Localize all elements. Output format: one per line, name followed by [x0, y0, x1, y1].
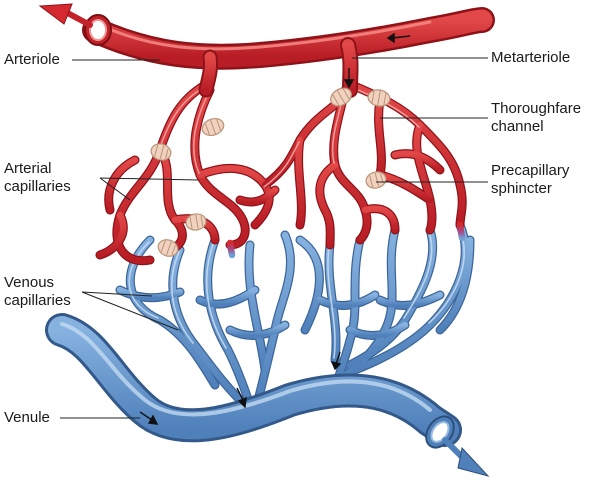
label-precapillary-sphincter: Precapillary sphincter: [491, 162, 569, 198]
arteriole-arrow-icon: [38, 3, 93, 28]
label-venous-capillaries: Venous capillaries: [4, 274, 71, 310]
label-venule: Venule: [4, 409, 50, 427]
label-leader-lines: [60, 57, 488, 419]
label-arterial-capillaries: Arterial capillaries: [4, 160, 71, 196]
label-metarteriole: Metarteriole: [491, 49, 570, 67]
arrow-icon: [139, 411, 159, 425]
capillary-transition-zones: [146, 221, 466, 272]
label-text: Arterial: [4, 160, 52, 177]
arteriole-vessel: [82, 7, 495, 98]
label-text: Arteriole: [4, 51, 60, 68]
label-thoroughfare-channel: Thoroughfare channel: [491, 100, 581, 136]
sphincter-icon: [150, 143, 172, 161]
arrow-icon: [386, 32, 411, 44]
sphincter-icon: [365, 171, 387, 189]
label-text: Thoroughfare: [491, 100, 582, 117]
label-arteriole: Arteriole: [4, 51, 60, 69]
label-text: channel: [491, 118, 544, 135]
sphincter-icon: [367, 89, 391, 107]
label-text: Precapillary: [491, 162, 570, 179]
venule-vessel: [45, 313, 462, 447]
sphincter-icon: [157, 239, 179, 257]
arrow-icon: [343, 68, 355, 89]
sphincter-icon: [330, 87, 352, 107]
label-text: sphincter: [491, 180, 552, 197]
label-text: Venous: [4, 274, 55, 291]
arrow-icon: [330, 351, 342, 371]
sphincter-icon: [201, 117, 225, 137]
sphincter-icon: [185, 213, 207, 231]
arrow-icon: [236, 387, 247, 409]
precapillary-sphincters: [150, 87, 391, 257]
flow-direction-arrows: [139, 32, 411, 425]
label-text: Venule: [4, 409, 50, 426]
label-text: Metarteriole: [491, 49, 571, 66]
venous-capillaries-network: [115, 220, 475, 410]
venule-outflow-arrow-icon: [442, 437, 490, 477]
label-text: capillaries: [4, 178, 71, 195]
label-text: capillaries: [4, 292, 71, 309]
